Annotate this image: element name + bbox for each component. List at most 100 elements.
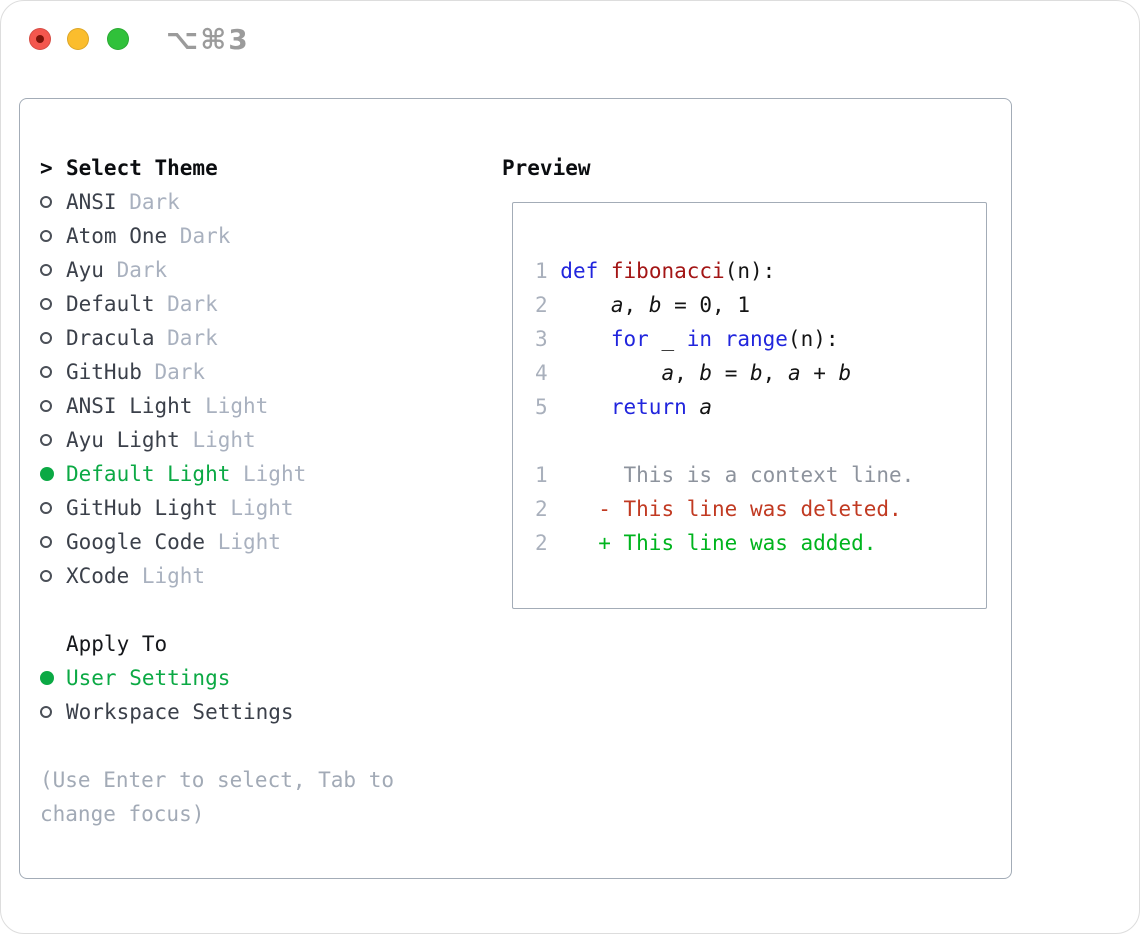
code-segment xyxy=(560,395,611,419)
line-number: 2 xyxy=(535,293,561,317)
minimize-button[interactable] xyxy=(67,28,89,50)
radio-unselected-icon xyxy=(40,570,52,582)
code-segment xyxy=(598,259,611,283)
radio-unselected-icon xyxy=(40,706,66,718)
theme-option-xcode-light[interactable]: XCode Light xyxy=(40,559,394,593)
theme-variant: Dark xyxy=(103,258,168,282)
theme-name: ANSI xyxy=(66,190,117,214)
line-number: 1 xyxy=(535,259,561,283)
preview-title: Preview xyxy=(502,156,591,180)
code-segment: a xyxy=(787,361,801,385)
theme-option-default-dark[interactable]: Default Dark xyxy=(40,287,394,321)
theme-name: Default xyxy=(66,292,155,316)
radio-unselected-icon xyxy=(40,366,66,378)
radio-unselected-icon xyxy=(40,264,52,276)
theme-option-ayu-light-light[interactable]: Ayu Light Light xyxy=(40,423,394,457)
theme-variant: Light xyxy=(217,496,294,520)
code-segment: _ xyxy=(648,327,687,351)
code-segment: , xyxy=(623,293,649,317)
theme-variant: Light xyxy=(179,428,256,452)
diff-line-add: 2 + This line was added. xyxy=(535,526,914,560)
radio-unselected-icon xyxy=(40,434,66,446)
theme-name: GitHub xyxy=(66,360,142,384)
close-button[interactable] xyxy=(29,28,51,50)
theme-name: GitHub Light xyxy=(66,496,218,520)
code-segment: in xyxy=(686,327,713,351)
code-line: 5 return a xyxy=(535,390,914,424)
code-segment: b xyxy=(750,361,763,385)
radio-unselected-icon xyxy=(40,264,66,276)
code-segment: (n): xyxy=(724,259,776,283)
radio-unselected-icon xyxy=(40,400,52,412)
code-segment: b xyxy=(648,293,662,317)
radio-unselected-icon xyxy=(40,298,66,310)
maximize-button[interactable] xyxy=(107,28,129,50)
radio-unselected-icon xyxy=(40,706,52,718)
diff-line-ctx: 1 This is a context line. xyxy=(535,458,914,492)
theme-option-github-light-light[interactable]: GitHub Light Light xyxy=(40,491,394,525)
theme-option-ansi-dark[interactable]: ANSI Dark xyxy=(40,185,394,219)
radio-selected-icon xyxy=(40,467,54,481)
theme-variant: Dark xyxy=(116,190,180,214)
code-segment: a xyxy=(610,293,624,317)
radio-unselected-icon xyxy=(40,570,66,582)
theme-variant: Light xyxy=(205,530,281,554)
theme-option-default-light-light[interactable]: Default Light Light xyxy=(40,457,394,491)
diff-text: + This line was added. xyxy=(560,531,877,555)
code-segment: + xyxy=(800,361,839,385)
theme-name: Ayu xyxy=(66,258,104,282)
apply-to-header-label: Apply To xyxy=(66,632,168,656)
radio-unselected-icon xyxy=(40,230,52,242)
window-shortcut-label: ⌥⌘3 xyxy=(166,23,250,56)
theme-option-github-dark[interactable]: GitHub Dark xyxy=(40,355,394,389)
code-segment: = xyxy=(712,361,750,385)
code-line: 1 def fibonacci(n): xyxy=(535,254,914,288)
apply-option-workspace-settings[interactable]: Workspace Settings xyxy=(40,695,394,729)
theme-option-ansi-light-light[interactable]: ANSI Light Light xyxy=(40,389,394,423)
code-segment: , xyxy=(674,361,700,385)
code-segment: a xyxy=(661,361,675,385)
line-number: 4 xyxy=(535,361,561,385)
code-segment: range xyxy=(724,327,788,351)
radio-unselected-icon xyxy=(40,502,52,514)
theme-variant: Light xyxy=(230,462,307,486)
radio-selected-icon xyxy=(40,671,54,685)
radio-unselected-icon xyxy=(40,332,66,344)
spacer-row xyxy=(40,729,394,763)
code-segment: def xyxy=(560,259,599,283)
line-number: 5 xyxy=(535,395,561,419)
line-number: 2 xyxy=(535,531,561,555)
theme-option-atom-one-dark[interactable]: Atom One Dark xyxy=(40,219,394,253)
theme-variant: Dark xyxy=(154,326,218,350)
cursor-icon: > xyxy=(40,156,53,180)
code-segment xyxy=(560,361,661,385)
theme-name: Dracula xyxy=(66,326,155,350)
theme-variant: Light xyxy=(192,394,269,418)
radio-unselected-icon xyxy=(40,434,52,446)
apply-to-header: Apply To xyxy=(40,627,394,661)
code-segment xyxy=(560,327,611,351)
theme-variant: Light xyxy=(129,564,206,588)
theme-variant: Dark xyxy=(167,224,231,248)
diff-text: This is a context line. xyxy=(560,463,915,487)
radio-unselected-icon xyxy=(40,536,52,548)
code-segment xyxy=(712,327,725,351)
theme-option-dracula-dark[interactable]: Dracula Dark xyxy=(40,321,394,355)
apply-option-user-settings[interactable]: User Settings xyxy=(40,661,394,695)
theme-select-header-label: Select Theme xyxy=(66,156,218,180)
theme-variant: Dark xyxy=(154,292,218,316)
theme-name: Atom One xyxy=(66,224,168,248)
code-segment: return xyxy=(610,395,687,419)
theme-option-google-code-light[interactable]: Google Code Light xyxy=(40,525,394,559)
radio-unselected-icon xyxy=(40,366,52,378)
diff-text: - This line was deleted. xyxy=(560,497,902,521)
radio-unselected-icon xyxy=(40,196,66,208)
theme-option-ayu-dark[interactable]: Ayu Dark xyxy=(40,253,394,287)
apply-option-label: User Settings xyxy=(66,666,231,690)
title-bar: ⌥⌘3 xyxy=(1,1,1139,77)
code-segment: b xyxy=(838,361,852,385)
theme-name: ANSI Light xyxy=(66,394,193,418)
radio-unselected-icon xyxy=(40,400,66,412)
